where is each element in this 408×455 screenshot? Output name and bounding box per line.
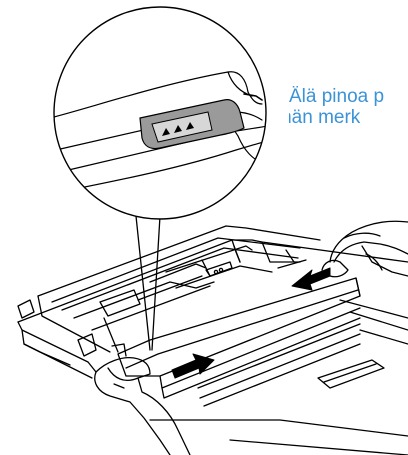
arrow-left-icon <box>291 267 331 291</box>
paper-tray-body <box>17 239 408 455</box>
callout-line-1: Älä pinoa p <box>289 86 385 107</box>
magnifier-pointer <box>135 215 161 351</box>
warning-callout: Älä pinoa p tämän merk <box>289 86 408 128</box>
left-hand <box>94 356 191 455</box>
magnified-detail-circle <box>53 6 267 220</box>
right-hand <box>321 220 408 278</box>
tray-inner-frame <box>17 225 321 357</box>
paper-stack <box>117 259 361 407</box>
triangle-row-icon <box>139 99 245 150</box>
arrow-right-icon <box>171 353 215 379</box>
callout-line-2: tämän merk <box>289 107 361 128</box>
